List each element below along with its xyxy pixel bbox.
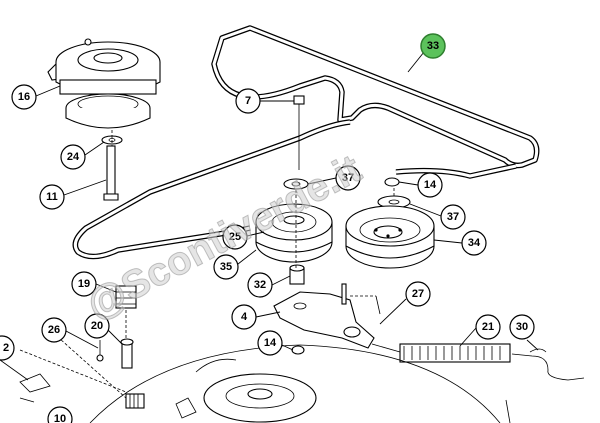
svg-text:27: 27 (412, 288, 424, 300)
svg-text:33: 33 (427, 40, 439, 52)
svg-text:11: 11 (46, 191, 58, 203)
mower-deck (0, 344, 511, 423)
callout-27[interactable]: 27 (405, 281, 431, 307)
svg-text:24: 24 (67, 151, 80, 163)
nut-upper[interactable] (384, 177, 400, 187)
callout-21[interactable]: 21 (475, 314, 501, 340)
pivot-bolt[interactable] (293, 95, 305, 170)
callout-4[interactable]: 4 (231, 304, 257, 330)
svg-text:14: 14 (424, 179, 437, 191)
eyebolt[interactable] (120, 338, 134, 369)
callout-7[interactable]: 7 (235, 88, 261, 114)
svg-text:2: 2 (3, 342, 9, 354)
leader-lines (35, 51, 539, 351)
svg-text:20: 20 (91, 320, 103, 332)
pivot-spacer[interactable] (289, 264, 305, 285)
svg-text:4: 4 (241, 311, 248, 323)
svg-text:34: 34 (468, 237, 481, 249)
callout-34[interactable]: 34 (461, 230, 487, 256)
clutch-bolt[interactable] (103, 145, 119, 201)
v-idler-pulley[interactable] (345, 205, 435, 269)
svg-text:25: 25 (229, 231, 241, 243)
idler-arm[interactable] (273, 283, 381, 349)
callout-33[interactable]: 33 (420, 33, 446, 59)
svg-text:10: 10 (54, 413, 66, 423)
callout-24[interactable]: 24 (60, 144, 86, 170)
idler-spring[interactable] (371, 343, 511, 363)
callout-2[interactable]: 2 (0, 335, 15, 361)
flat-idler-pulley[interactable] (255, 203, 333, 263)
screw[interactable] (96, 340, 104, 362)
svg-text:37: 37 (342, 172, 354, 184)
callout-35[interactable]: 35 (213, 254, 239, 280)
svg-text:30: 30 (516, 321, 528, 333)
callout-37-upper[interactable]: 37 (335, 165, 361, 191)
nut-lower[interactable] (291, 345, 305, 355)
deck-spring[interactable] (125, 393, 145, 409)
svg-text:21: 21 (482, 321, 494, 333)
callout-10[interactable]: 10 (47, 406, 73, 423)
construction-lines (19, 130, 395, 399)
callout-14-lower[interactable]: 14 (257, 330, 283, 356)
callout-25[interactable]: 25 (222, 224, 248, 250)
spring-hook[interactable] (511, 348, 585, 381)
callout-20[interactable]: 20 (84, 313, 110, 339)
svg-text:16: 16 (18, 91, 30, 103)
callout-14-upper[interactable]: 14 (417, 172, 443, 198)
pto-clutch[interactable] (47, 38, 161, 129)
svg-text:37: 37 (447, 211, 459, 223)
callout-11[interactable]: 11 (39, 184, 65, 210)
callout-30[interactable]: 30 (509, 314, 535, 340)
callout-16[interactable]: 16 (11, 84, 37, 110)
svg-text:32: 32 (254, 279, 266, 291)
callout-26[interactable]: 26 (41, 317, 67, 343)
callout-32[interactable]: 32 (247, 272, 273, 298)
drive-belt[interactable] (72, 25, 540, 260)
svg-text:14: 14 (264, 337, 277, 349)
svg-text:26: 26 (48, 324, 60, 336)
svg-text:7: 7 (245, 95, 251, 107)
callout-19[interactable]: 19 (71, 271, 97, 297)
callout-37-right[interactable]: 37 (440, 204, 466, 230)
clutch-spring[interactable] (115, 285, 137, 309)
svg-text:35: 35 (220, 261, 232, 273)
svg-text:19: 19 (78, 278, 90, 290)
